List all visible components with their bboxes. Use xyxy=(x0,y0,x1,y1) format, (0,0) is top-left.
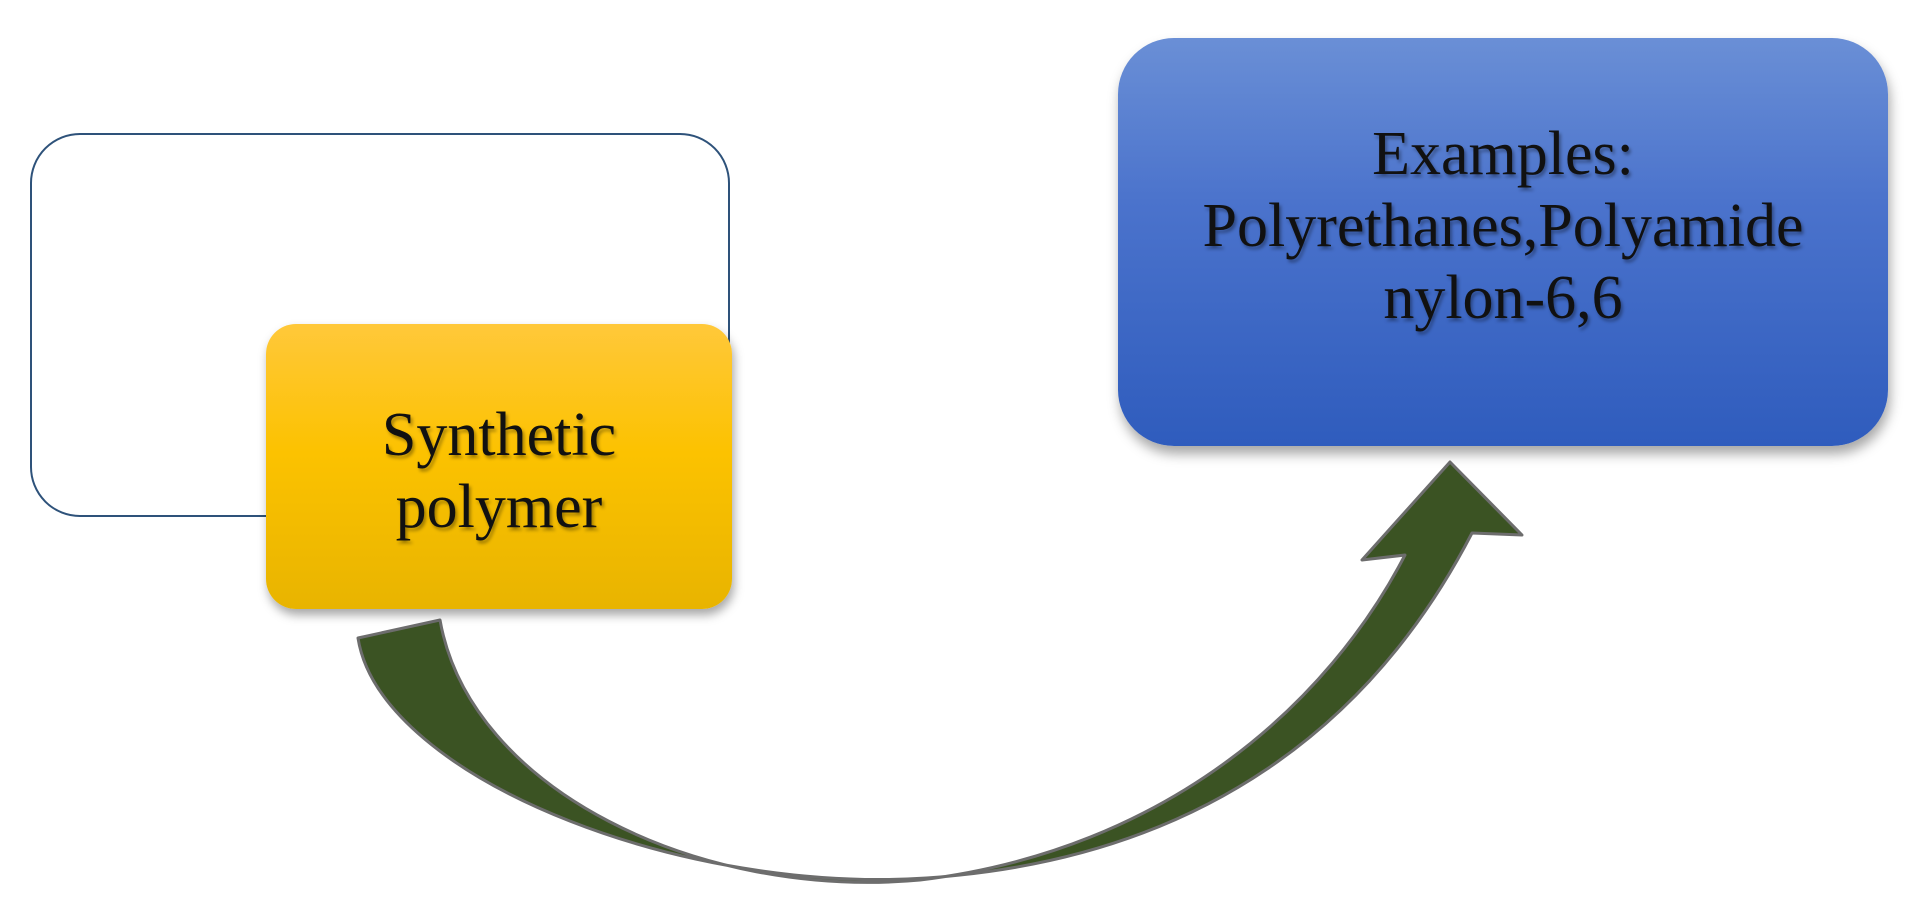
examples-node: Examples: Polyrethanes,Polyamide nylon-6… xyxy=(1118,38,1888,446)
synthetic-polymer-node: Synthetic polymer xyxy=(266,324,732,609)
source-line-1: Synthetic xyxy=(381,400,617,469)
curved-arrow-shape xyxy=(356,460,1524,884)
target-line-1: Examples: xyxy=(1372,120,1634,189)
target-line-3: nylon-6,6 xyxy=(1383,263,1623,332)
target-line-2: Polyrethanes,Polyamide xyxy=(1202,192,1804,261)
source-line-2: polymer xyxy=(395,472,603,541)
synthetic-polymer-label: Synthetic polymer xyxy=(382,400,616,544)
examples-label: Examples: Polyrethanes,Polyamide nylon-6… xyxy=(1203,119,1804,335)
